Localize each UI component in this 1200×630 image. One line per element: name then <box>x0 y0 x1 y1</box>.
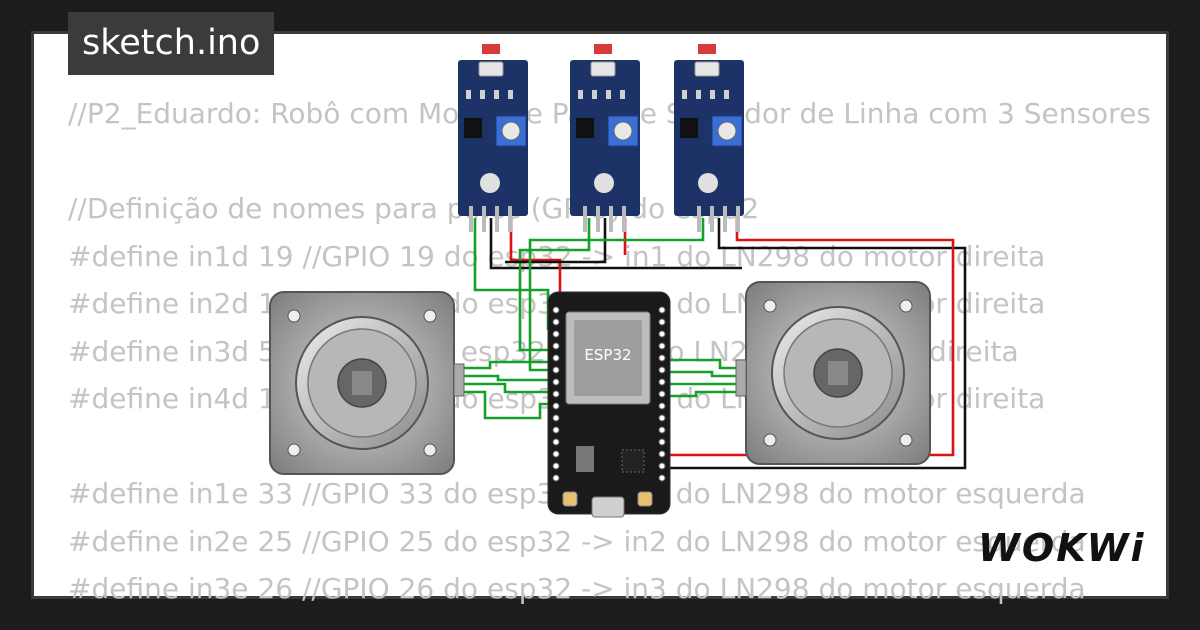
wire-s1-gnd[interactable] <box>489 218 742 270</box>
line-sensor-2[interactable] <box>570 44 640 232</box>
file-tab[interactable]: sketch.ino <box>68 12 275 75</box>
wire-rm-2[interactable] <box>668 370 748 378</box>
wire-lm-4[interactable] <box>452 390 552 420</box>
code-line: #define in2e 25 //GPIO 25 do esp32 -> in… <box>68 524 1086 558</box>
esp32-pins-left <box>552 306 560 482</box>
esp32-board[interactable]: ESP32 <box>547 291 671 518</box>
wire-s1-vcc[interactable] <box>509 218 562 298</box>
wire-s3-out[interactable] <box>528 218 705 372</box>
wokwi-logo: WOKWi <box>978 526 1146 570</box>
wire-lm-2[interactable] <box>452 374 552 382</box>
stepper-motor-right[interactable] <box>735 281 931 465</box>
wire-rm-1[interactable] <box>668 358 748 370</box>
stepper-motor-left[interactable] <box>269 291 465 475</box>
wire-s3-gnd[interactable] <box>668 218 967 470</box>
esp32-pins-right <box>658 306 666 482</box>
code-line: #define in3e 26 //GPIO 26 do esp32 -> in… <box>68 572 1086 605</box>
wire-rm-4[interactable] <box>668 390 748 398</box>
wire-lm-1[interactable] <box>452 360 552 370</box>
line-sensor-1[interactable] <box>458 44 528 232</box>
line-sensor-3[interactable] <box>674 44 744 232</box>
wire-lm-3[interactable] <box>452 382 552 394</box>
code-line: //Definição de nomes para pinos (GPIO) d… <box>68 192 760 225</box>
esp32-chip-label: ESP32 <box>584 346 631 364</box>
wire-s2-gnd[interactable] <box>505 218 607 264</box>
